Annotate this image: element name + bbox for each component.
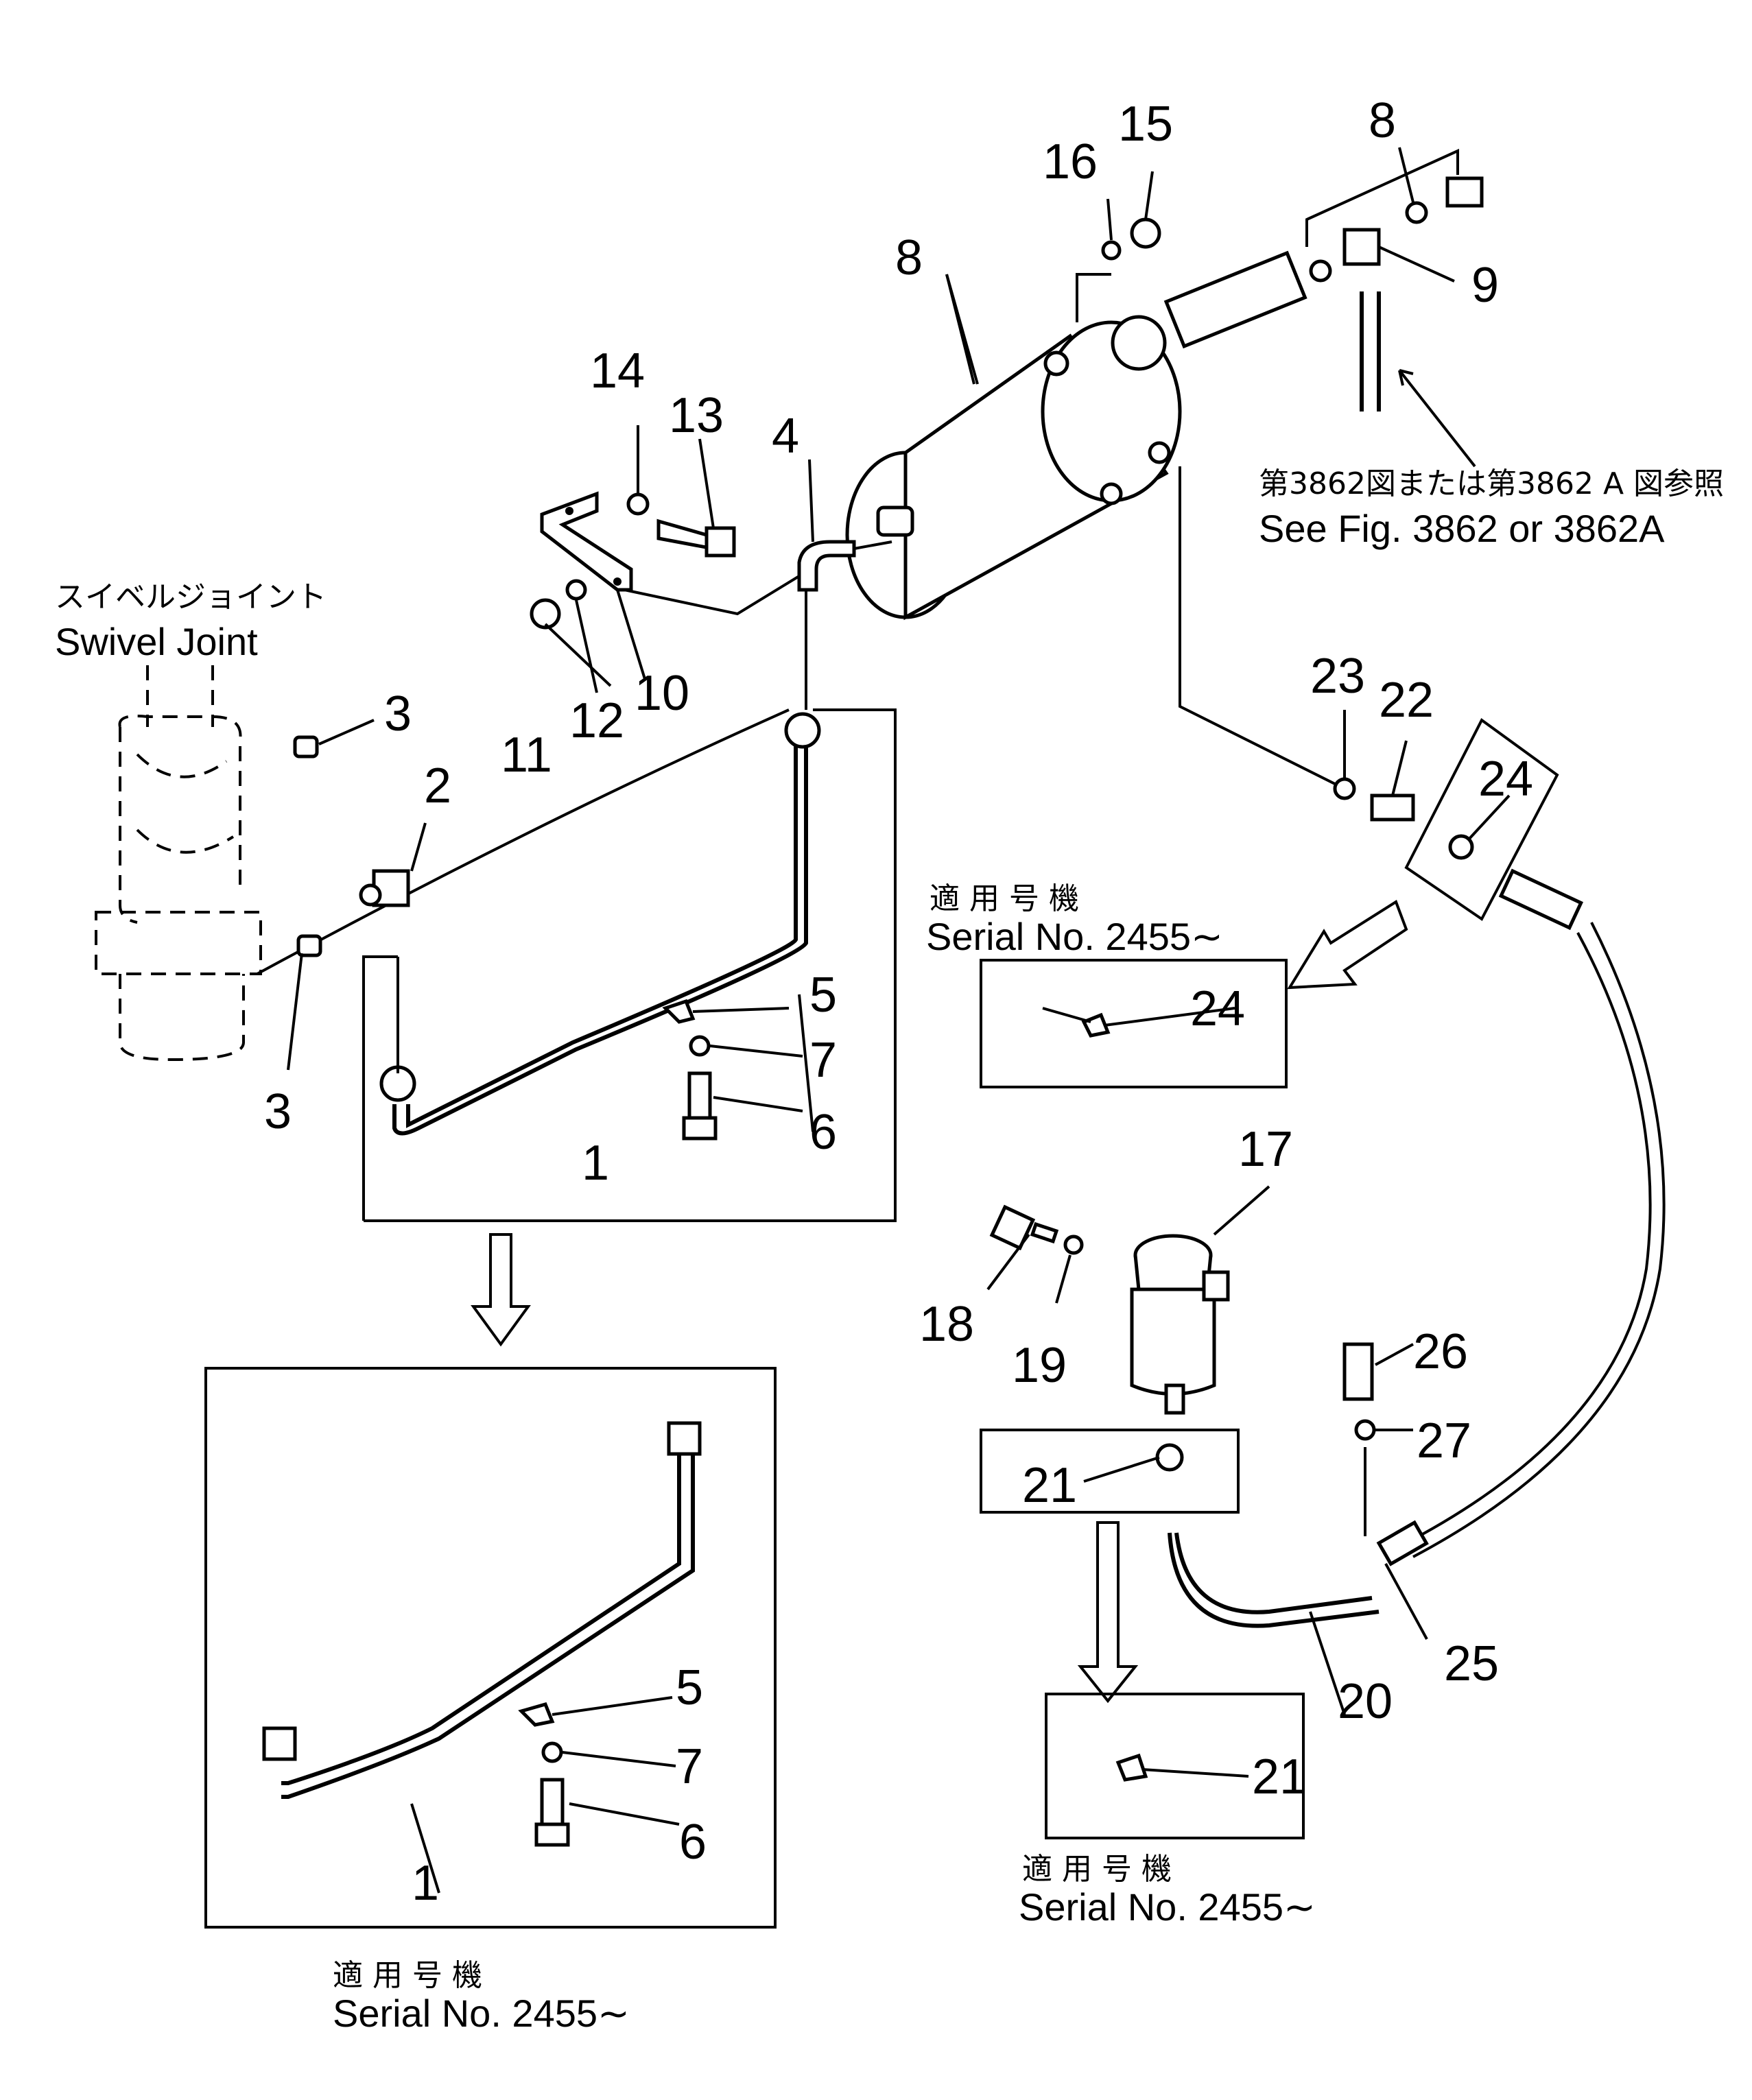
block-9 [1342, 228, 1381, 266]
bolt-head-6-lower [534, 1822, 570, 1847]
serial-label-en-upper: Serial No. 2455∼ [926, 915, 1223, 958]
arrow-down-left [471, 1233, 531, 1347]
serial-label-jp-upper: 適 用 号 機 [930, 881, 1079, 916]
frame-24-detail [980, 959, 1288, 1088]
callout-2: 2 [424, 759, 451, 813]
nut-15 [1130, 217, 1161, 249]
callout-13: 13 [669, 388, 724, 443]
frame-21-bottom [1045, 1693, 1305, 1839]
clamp-24-detail [1081, 1012, 1111, 1038]
captions: スイベルジョイント Swivel Joint 第3862図または第3862 A … [55, 466, 1724, 2035]
nipple-3-upper [293, 735, 319, 759]
leader-3-lower [287, 953, 303, 1071]
callout-21-top: 21 [1022, 1458, 1077, 1513]
serial-label-jp-right: 適 用 号 機 [1022, 1852, 1172, 1887]
reference-label-jp: 第3862図または第3862 A 図参照 [1259, 466, 1724, 501]
callout-7-lower: 7 [676, 1739, 703, 1794]
hose-assembly [1168, 718, 1666, 1628]
callout-3-lower: 3 [264, 1084, 292, 1139]
callout-20: 20 [1338, 1674, 1393, 1729]
bolt-13 [656, 518, 736, 558]
callout-24-detail: 24 [1190, 981, 1245, 1036]
pipe-9 [1360, 291, 1381, 411]
washer-19 [1063, 1234, 1084, 1255]
callout-16: 16 [1043, 134, 1098, 189]
clamp-21-top [1155, 1443, 1184, 1472]
frame-tube-detail [257, 708, 897, 1222]
elbow-fitting [797, 540, 892, 710]
callout-15: 15 [1118, 97, 1173, 152]
serial-label-jp-lower: 適 用 号 機 [333, 1958, 482, 1993]
callout-7-upper: 7 [809, 1033, 837, 1088]
callout-24-top: 24 [1478, 752, 1533, 807]
leader-3-upper [318, 719, 375, 745]
arrow-left-diagonal [1287, 899, 1408, 990]
clamp-5-lower [518, 1702, 555, 1727]
callout-9: 9 [1471, 258, 1499, 313]
callout-6-upper: 6 [809, 1105, 837, 1160]
leader-lines [410, 147, 1511, 1894]
serial-label-en-right: Serial No. 2455∼ [1019, 1885, 1316, 1929]
nut-11 [530, 598, 561, 630]
reference-label-en: See Fig. 3862 or 3862A [1259, 507, 1665, 550]
callout-5-upper: 5 [809, 968, 837, 1023]
callout-19: 19 [1012, 1338, 1067, 1393]
washer-8-top [1405, 201, 1428, 224]
ref-arrow [1398, 369, 1476, 468]
nipple-3-lower [296, 934, 322, 957]
callout-26: 26 [1413, 1324, 1468, 1379]
callout-14: 14 [590, 344, 645, 398]
bolt-head-6-upper [682, 1116, 718, 1141]
cylinder-assembly [845, 250, 1345, 790]
fitting-2-port [359, 883, 382, 907]
serial-label-en-lower: Serial No. 2455∼ [333, 1992, 630, 2035]
tube-upper [379, 712, 821, 1136]
callout-12: 12 [569, 693, 624, 748]
callout-11: 11 [501, 728, 552, 783]
callout-3-upper: 3 [384, 687, 412, 741]
clamp-5-upper [662, 999, 696, 1024]
arrow-down-right [1077, 1521, 1139, 1704]
washer-27 [1354, 1419, 1376, 1441]
washer-7-upper [689, 1035, 711, 1057]
bolt-18-shank [1030, 1221, 1059, 1244]
bracket-line-top [1305, 148, 1459, 247]
callout-8-top: 8 [1369, 93, 1396, 148]
callout-6-lower: 6 [679, 1815, 707, 1870]
bracket [540, 491, 801, 616]
callout-1-upper: 1 [582, 1136, 609, 1191]
filter-17 [1130, 1234, 1230, 1415]
callout-10: 10 [635, 666, 689, 721]
callout-1-lower: 1 [412, 1856, 439, 1911]
washer-16 [1101, 240, 1122, 261]
callout-22: 22 [1379, 673, 1434, 728]
washer-12 [565, 579, 587, 601]
callout-8-main: 8 [895, 230, 923, 285]
callout-18: 18 [919, 1297, 974, 1352]
swivel-joint-label-en: Swivel Joint [55, 620, 258, 663]
bolt-26 [1342, 1342, 1374, 1401]
washer-8-right [1309, 259, 1332, 283]
bolt-8-top [1445, 176, 1484, 208]
swivel-joint-label-jp: スイベルジョイント [55, 580, 327, 615]
callout-23: 23 [1310, 649, 1365, 704]
frame-21-top [980, 1429, 1240, 1514]
callout-4: 4 [772, 409, 799, 464]
callout-21-bottom: 21 [1252, 1750, 1307, 1804]
callout-17: 17 [1238, 1122, 1293, 1177]
callout-27: 27 [1417, 1413, 1471, 1468]
frame-lower-left [204, 1367, 777, 1929]
bolt-18 [989, 1204, 1036, 1251]
washer-7-lower [541, 1741, 563, 1763]
washer-14 [626, 492, 650, 516]
swivel-joint [95, 665, 262, 1062]
callout-numbers: 1 1 2 3 3 4 5 5 6 6 7 7 8 8 9 10 11 12 1… [264, 93, 1533, 1911]
callout-5-lower: 5 [676, 1660, 703, 1715]
leader-2 [410, 822, 427, 872]
clamp-21-bottom [1115, 1753, 1148, 1782]
callout-25: 25 [1444, 1636, 1499, 1691]
